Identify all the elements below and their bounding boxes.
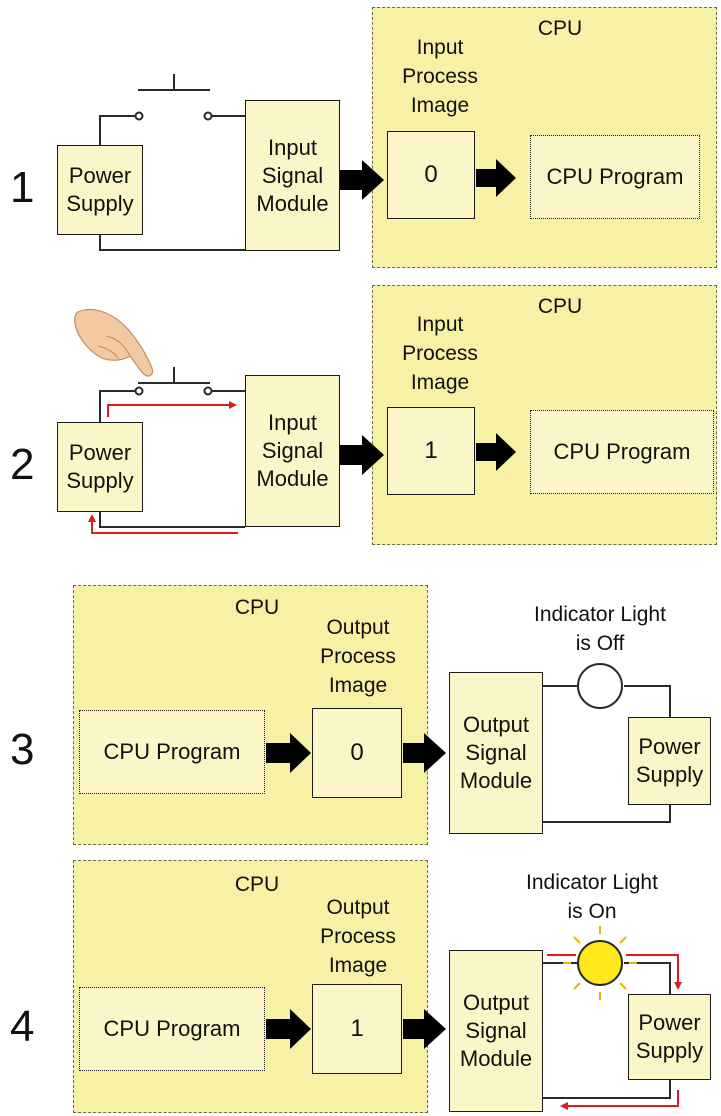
cpu-label-4: CPU [234, 873, 280, 896]
indicator-light-label-4: Indicator Light is On [526, 871, 658, 923]
power-supply-4: Power Supply [628, 994, 711, 1080]
input-process-image-label-1: Input Process Image [402, 36, 478, 117]
power-supply-1: Power Supply [57, 145, 143, 235]
indicator-lamp-on-icon [563, 926, 637, 1000]
push-button-switch-1 [134, 74, 213, 121]
cpu-label-1: CPU [537, 17, 583, 40]
output-process-image-label-4: Output Process Image [320, 896, 396, 977]
cpu-program-box-3: CPU Program [79, 710, 265, 794]
indicator-light-label-3: Indicator Light is Off [534, 603, 666, 655]
indicator-lamp-off-icon [577, 663, 623, 709]
step-number-4: 4 [10, 1002, 35, 1051]
power-supply-2: Power Supply [57, 422, 143, 512]
step-number-1: 1 [10, 163, 35, 212]
input-process-image-value-1: 0 [387, 131, 475, 219]
power-supply-3: Power Supply [628, 717, 711, 805]
cpu-program-box-1: CPU Program [530, 135, 700, 219]
step-number-2: 2 [10, 440, 35, 489]
input-process-image-value-2: 1 [387, 407, 475, 495]
input-signal-module-2: Input Signal Module [245, 375, 340, 527]
input-signal-module-1: Input Signal Module [245, 100, 340, 251]
output-signal-module-4: Output Signal Module [449, 950, 543, 1112]
output-signal-module-3: Output Signal Module [449, 672, 543, 834]
cpu-label-3: CPU [234, 596, 280, 619]
cpu-program-box-2: CPU Program [530, 410, 714, 494]
push-button-switch-2 [134, 367, 213, 396]
output-process-image-value-4: 1 [312, 984, 402, 1074]
output-process-image-value-3: 0 [312, 708, 402, 798]
cpu-program-box-4: CPU Program [79, 987, 265, 1071]
input-process-image-label-2: Input Process Image [402, 313, 478, 394]
cpu-label-2: CPU [537, 295, 583, 318]
output-process-image-label-3: Output Process Image [320, 616, 396, 697]
step-number-3: 3 [10, 725, 35, 774]
finger-pressing-icon [74, 308, 154, 377]
